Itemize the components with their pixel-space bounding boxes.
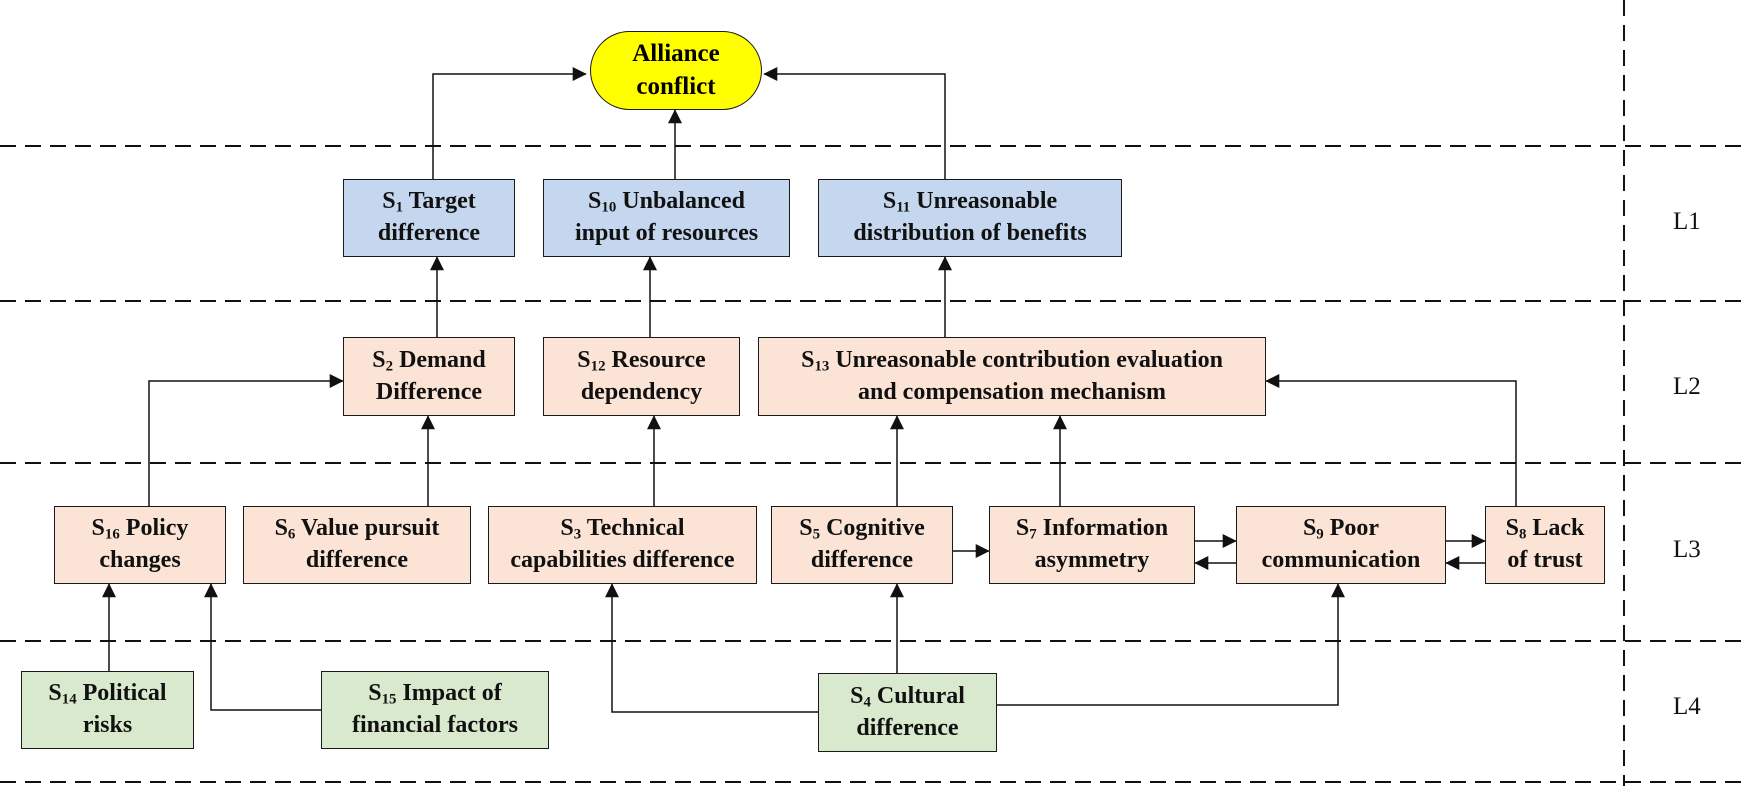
level-label-l1: L1 <box>1673 208 1701 235</box>
node-text: dependency <box>580 378 703 405</box>
node-text: of trust <box>1507 547 1583 574</box>
node-text: Poor <box>1323 515 1380 542</box>
node-text: Demand <box>393 346 486 373</box>
node-symbol: S <box>382 188 396 215</box>
node-text: Unreasonable <box>910 188 1058 215</box>
top-node-line2: conflict <box>636 72 716 100</box>
node-s13: S13 Unreasonable contribution evaluation… <box>758 337 1266 416</box>
node-subscript: 7 <box>1029 527 1037 544</box>
node-symbol: S <box>588 188 602 215</box>
node-s7: S7 Information asymmetry <box>989 506 1195 584</box>
node-symbol: S <box>882 188 897 215</box>
node-subscript: 11 <box>896 200 911 217</box>
node-text: changes <box>99 547 181 574</box>
node-text: Cultural <box>870 682 965 709</box>
node-text: input of resources <box>574 220 759 247</box>
top-node-line1: Alliance <box>632 40 720 67</box>
node-text: Target <box>403 188 476 215</box>
node-s16: S16 Policy changes <box>54 506 226 584</box>
node-subscript: 1 <box>395 200 404 217</box>
node-symbol: S <box>1302 515 1317 542</box>
node-s3: S3 Technical capabilities difference <box>488 506 757 584</box>
node-text: Value pursuit <box>295 515 440 542</box>
node-subscript: 4 <box>863 694 871 711</box>
node-subscript: 12 <box>590 358 606 375</box>
node-s8: S8 Lack of trust <box>1485 506 1605 584</box>
edge-s1-top <box>432 67 587 179</box>
node-s5: S5 Cognitive difference <box>771 506 953 584</box>
node-text: Impact of <box>396 680 502 707</box>
node-symbol: S <box>91 515 105 542</box>
node-text: difference <box>377 220 481 247</box>
node-s4: S4 Cultural difference <box>818 673 997 752</box>
node-text: Unreasonable contribution evaluation <box>829 346 1223 373</box>
level-label-l2: L2 <box>1673 373 1701 400</box>
node-subscript: 5 <box>812 527 821 544</box>
node-s10: S10 Unbalanced input of resources <box>543 179 790 257</box>
edge-s15-s16 <box>204 583 321 711</box>
node-subscript: 8 <box>1518 527 1527 544</box>
node-symbol: S <box>372 346 386 373</box>
node-text: difference <box>305 547 409 574</box>
node-subscript: 16 <box>104 527 120 544</box>
alliance-conflict-node: Alliance conflict <box>590 31 762 110</box>
node-subscript: 14 <box>61 692 77 709</box>
node-symbol: S <box>274 515 288 542</box>
node-symbol: S <box>1015 515 1030 542</box>
edge-s16-s2 <box>148 374 344 506</box>
level-label-l3: L3 <box>1673 536 1701 563</box>
node-s1: S1 Target difference <box>343 179 515 257</box>
node-symbol: S <box>850 682 864 709</box>
node-symbol: S <box>560 515 574 542</box>
node-symbol: S <box>1505 515 1519 542</box>
node-text: capabilities difference <box>510 547 735 574</box>
node-text: Cognitive <box>820 515 925 542</box>
node-symbol: S <box>801 346 815 373</box>
node-s11: S11 Unreasonable distribution of benefit… <box>818 179 1122 257</box>
node-text: difference <box>810 547 914 574</box>
node-subscript: 9 <box>1316 527 1324 544</box>
node-text: Political <box>76 680 167 707</box>
node-symbol: S <box>368 680 382 707</box>
edge-s8-s13 <box>1265 374 1517 506</box>
node-text: Unbalanced <box>616 188 745 215</box>
node-text: Resource <box>605 346 706 373</box>
node-subscript: 15 <box>381 692 397 709</box>
node-s14: S14 Political risks <box>21 671 194 749</box>
node-text: and compensation mechanism <box>857 378 1167 405</box>
node-text: Difference <box>375 378 483 405</box>
node-text: Lack <box>1526 515 1585 542</box>
node-s6: S6 Value pursuit difference <box>243 506 471 584</box>
edge-s11-top <box>763 67 946 179</box>
level-label-l4: L4 <box>1673 693 1701 720</box>
node-text: risks <box>82 712 133 739</box>
node-subscript: 10 <box>601 200 617 217</box>
node-symbol: S <box>577 346 591 373</box>
node-s15: S15 Impact of financial factors <box>321 671 549 749</box>
node-text: Policy <box>119 515 189 542</box>
node-text: Technical <box>581 515 685 542</box>
node-subscript: 6 <box>287 527 296 544</box>
node-text: asymmetry <box>1034 547 1150 574</box>
node-text: communication <box>1261 547 1421 574</box>
node-text: financial factors <box>352 712 518 739</box>
node-text: Information <box>1036 515 1169 542</box>
node-text: difference <box>856 714 959 741</box>
node-s9: S9 Poor communication <box>1236 506 1446 584</box>
node-s12: S12 Resource dependency <box>543 337 740 416</box>
node-s2: S2 Demand Difference <box>343 337 515 416</box>
edge-s4-s3 <box>605 583 818 713</box>
node-symbol: S <box>799 515 813 542</box>
node-text: distribution of benefits <box>853 220 1087 247</box>
edge-s4-s9 <box>997 583 1345 706</box>
node-subscript: 2 <box>385 358 394 375</box>
node-symbol: S <box>48 680 62 707</box>
node-subscript: 13 <box>814 358 830 375</box>
node-subscript: 3 <box>573 527 582 544</box>
